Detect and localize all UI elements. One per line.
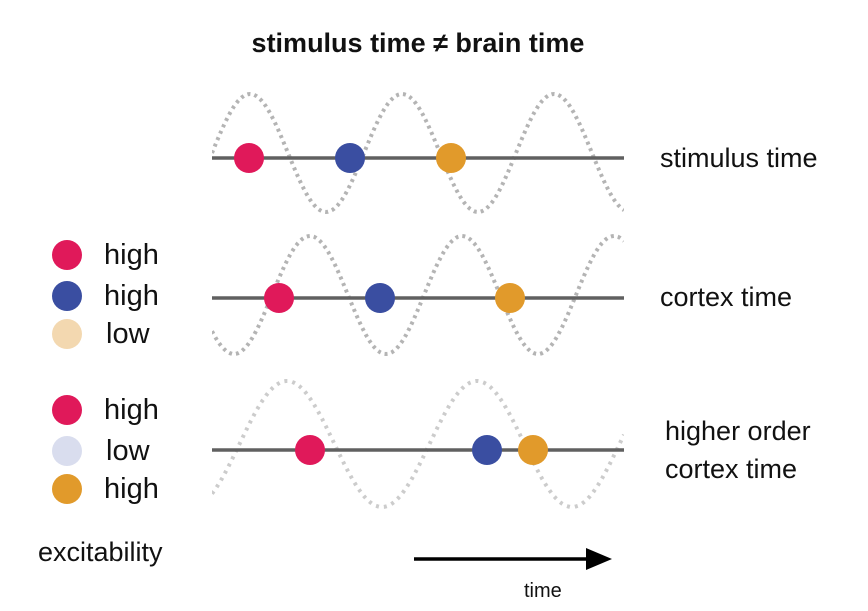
row-label-cortex-time: cortex time (660, 282, 793, 312)
time-arrow-head (586, 548, 612, 570)
event-dot-cortex-red (264, 283, 294, 313)
oscillation-wave-stimulus (212, 91, 624, 215)
event-dot-higher-blue (472, 435, 502, 465)
event-dot-higher-orange (518, 435, 548, 465)
time-axis-label: time (524, 580, 562, 602)
legend-dot (52, 281, 82, 311)
row-label-stimulus-time: stimulus time (660, 143, 818, 173)
legend-caption: excitability (38, 537, 163, 567)
event-dot-cortex-blue (365, 283, 395, 313)
oscillation-wave-cortex (212, 233, 624, 357)
legend-dot (52, 474, 82, 504)
diagram-title: stimulus time ≠ brain time (251, 28, 585, 58)
row-label-higher-order-cortex-time: higher order cortex time (665, 416, 811, 484)
event-dot-stimulus-blue (335, 143, 365, 173)
legend-dot (52, 319, 82, 349)
event-dot-cortex-orange (495, 283, 525, 313)
event-dot-stimulus-red (234, 143, 264, 173)
oscillation-wave-higher-order (212, 379, 624, 510)
event-dot-higher-red (295, 435, 325, 465)
legend-dot (52, 436, 82, 466)
legend-dot (52, 395, 82, 425)
event-dot-stimulus-orange (436, 143, 466, 173)
legend-dot (52, 240, 82, 270)
